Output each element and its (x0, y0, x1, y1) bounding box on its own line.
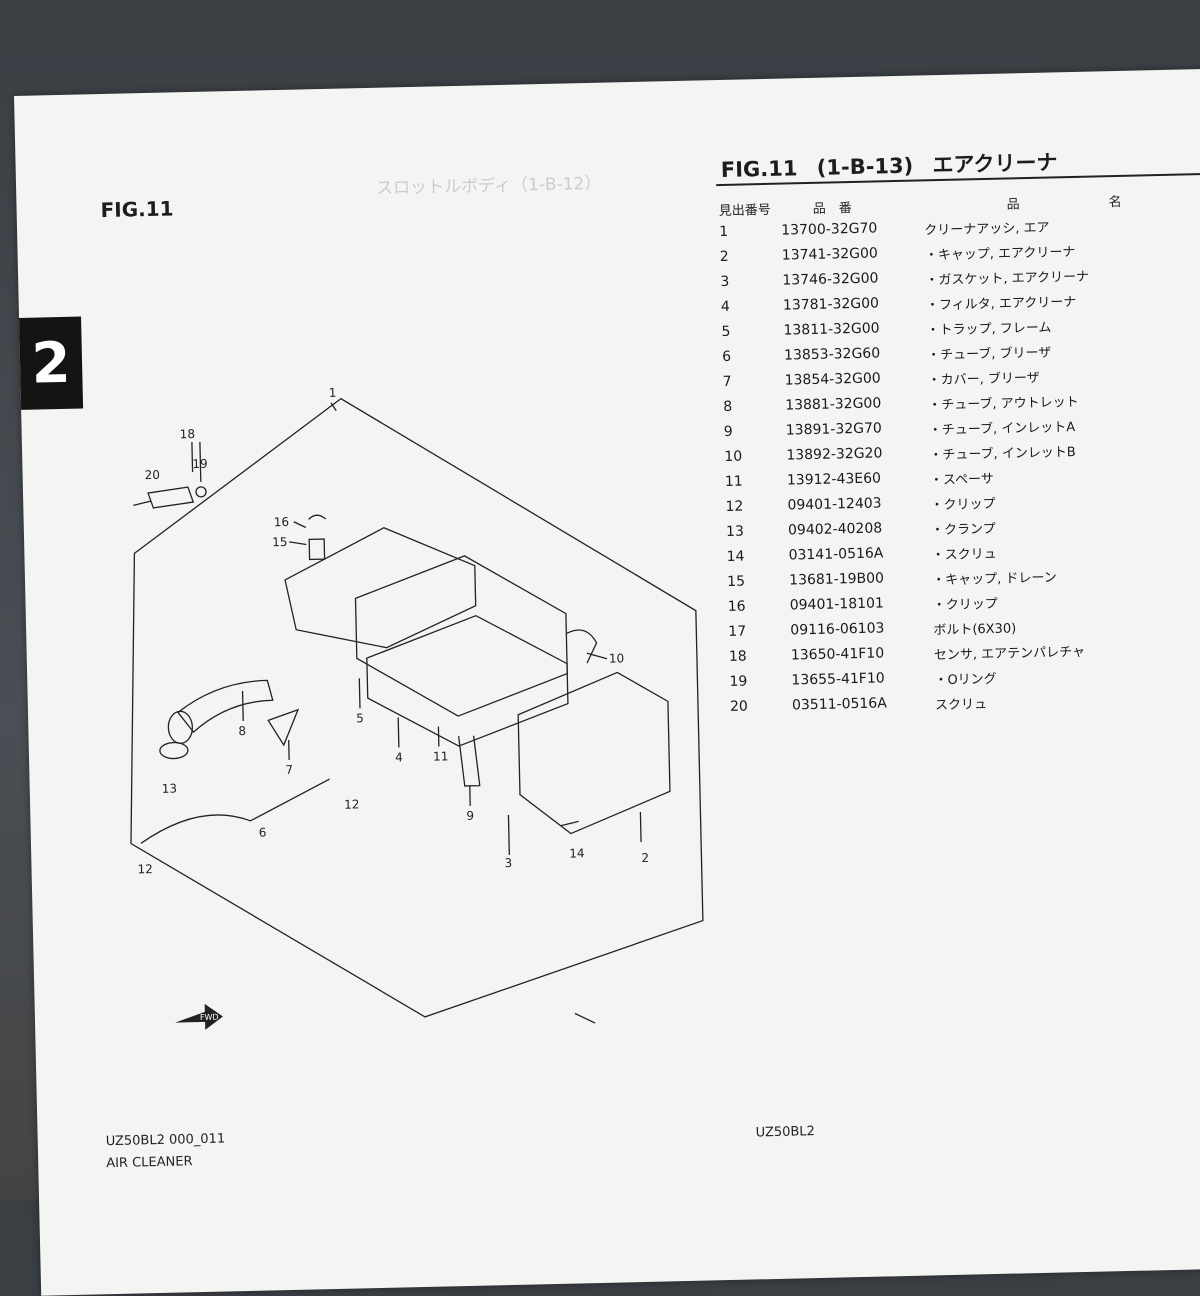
header-ref: 見出番号 (719, 199, 771, 219)
footer-model: UZ50BL2 (756, 1124, 815, 1140)
catalog-page: スロットルボディ（1-B-12） 2 FIG.11 FIG.11 (1-B-13… (14, 67, 1200, 1296)
part-number: 13746-32G00 (782, 270, 878, 288)
part-number: 09401-18101 (790, 595, 884, 613)
part-number: 09116-06103 (790, 620, 884, 638)
part-number: 13700-32G70 (781, 220, 877, 238)
callout-9: 9 (466, 809, 474, 823)
callout-10: 10 (609, 651, 625, 665)
breather-cover (268, 710, 299, 746)
part-name: ・チューブ, アウトレット (928, 391, 1079, 413)
header-part-name-1: 品 (1006, 193, 1019, 212)
part-number: 03511-0516A (792, 695, 887, 713)
drain-clip (309, 515, 326, 519)
callout-17: 17 (590, 1040, 606, 1044)
part-name: ・チューブ, インレットA (929, 416, 1076, 438)
callout-12b: 12 (137, 862, 153, 876)
part-name: ・トラップ, フレーム (926, 317, 1051, 339)
sensor (148, 487, 193, 508)
title-fig: FIG.11 (721, 156, 798, 182)
part-number: 13811-32G00 (783, 320, 879, 338)
callout-12a: 12 (344, 797, 360, 811)
callout-4: 4 (395, 750, 403, 764)
callout-7: 7 (285, 763, 293, 777)
ref-number: 1 (719, 223, 759, 240)
screw (133, 501, 151, 505)
callout-16: 16 (274, 515, 290, 529)
drain-cap (309, 539, 324, 559)
part-number: 13891-32G70 (786, 420, 882, 438)
part-number: 13781-32G00 (783, 295, 879, 313)
callout-3: 3 (504, 856, 512, 870)
callout-2: 2 (641, 851, 649, 865)
callout-15: 15 (272, 535, 288, 549)
part-number: 13741-32G00 (782, 245, 878, 263)
o-ring (196, 487, 206, 497)
part-number: 13854-32G00 (784, 370, 880, 388)
callout-18: 18 (180, 427, 196, 441)
part-name: スクリュ (935, 693, 987, 713)
title-code: (1-B-13) (816, 154, 913, 180)
filter-element (355, 554, 569, 719)
part-name: ・クランプ (931, 518, 996, 538)
cap (517, 671, 671, 834)
part-number: 13681-19B00 (789, 570, 884, 588)
callout-8: 8 (238, 724, 246, 738)
callout-13: 13 (162, 781, 178, 795)
part-number: 13892-32G20 (786, 445, 882, 463)
part-name: ボルト(6X30) (933, 617, 1016, 638)
exploded-diagram: FWD 1 2 3 4 5 6 7 8 9 10 11 12 12 13 14 … (88, 270, 745, 1044)
part-number: 09401-12403 (787, 495, 881, 513)
part-name: ・クリップ (930, 493, 995, 513)
part-name: ・Oリング (934, 668, 997, 688)
part-name: ・チューブ, ブリーザ (927, 342, 1052, 364)
part-number: 13881-32G00 (785, 395, 881, 413)
part-name: センサ, エアテンパレチャ (934, 641, 1086, 663)
callout-1: 1 (329, 386, 337, 400)
callout-6: 6 (259, 825, 267, 839)
callout-20: 20 (144, 468, 160, 482)
part-number: 03141-0516A (788, 545, 883, 563)
figure-label: FIG.11 (100, 196, 173, 222)
part-number: 13853-32G60 (784, 345, 880, 363)
fwd-label: FWD (200, 1013, 219, 1022)
ref-number: 2 (720, 248, 760, 265)
inlet-tube-b (566, 630, 597, 664)
inlet-tube-a (459, 736, 480, 786)
section-tab: 2 (19, 317, 83, 410)
show-through-text: スロットルボディ（1-B-12） (376, 169, 602, 199)
part-name: ・スペーサ (930, 468, 994, 488)
clamp (160, 742, 188, 759)
callout-19: 19 (192, 457, 208, 471)
part-number: 09402-40208 (788, 520, 882, 538)
header-part-name-2: 名 (1108, 191, 1121, 210)
part-name: ・スクリュ (931, 543, 996, 563)
part-name: ・ガスケット, エアクリーナ (925, 266, 1089, 289)
part-number: 13912-43E60 (787, 470, 881, 488)
screw-14 (561, 821, 579, 825)
part-number: 13655-41F10 (791, 670, 885, 688)
callout-5: 5 (356, 711, 364, 725)
part-name: ・フィルタ, エアクリーナ (926, 291, 1077, 313)
title-name: エアクリーナ (932, 150, 1057, 177)
part-name: ・チューブ, インレットB (929, 441, 1076, 463)
part-name: ・クリップ (933, 593, 998, 613)
bolt (575, 1013, 595, 1023)
part-name: ・キャップ, エアクリーナ (925, 241, 1076, 263)
footer-title: AIR CLEANER (106, 1154, 193, 1171)
footer-code: UZ50BL2 000_011 (106, 1131, 226, 1149)
part-number: 13650-41F10 (791, 645, 885, 663)
callout-11: 11 (433, 749, 449, 763)
part-name: ・キャップ, ドレーン (932, 566, 1057, 588)
callout-14: 14 (569, 846, 585, 860)
part-name: クリーナアッシ, エア (924, 217, 1050, 239)
part-name: ・カバー, ブリーザ (927, 367, 1039, 389)
header-part-no: 品 番 (813, 197, 852, 217)
housing-body (284, 526, 477, 650)
assembly-outline (121, 391, 705, 1024)
